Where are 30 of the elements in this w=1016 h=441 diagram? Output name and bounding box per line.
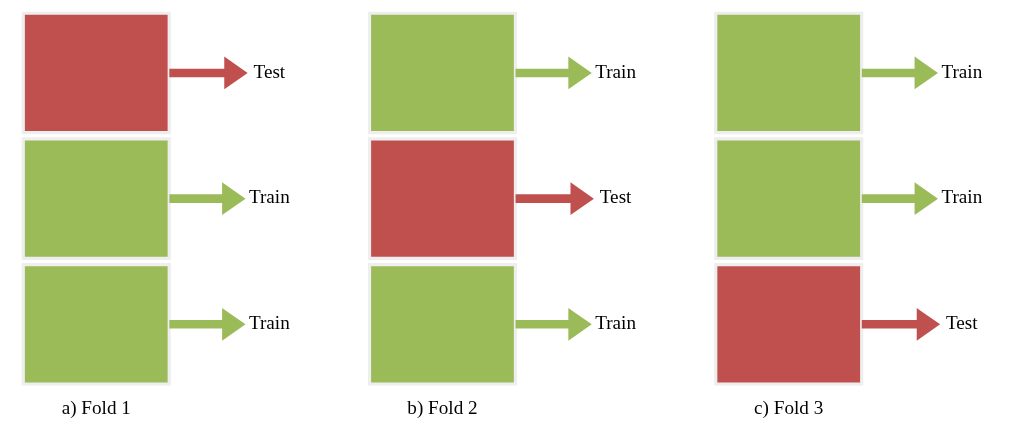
node-text: Test (253, 60, 286, 82)
label: b) Fold 2 (407, 396, 478, 418)
node-text: Train (248, 185, 290, 207)
arrow (515, 181, 594, 215)
arrow (861, 56, 938, 89)
node-box (367, 136, 518, 260)
node-box (21, 262, 171, 386)
arrow (169, 181, 246, 215)
node-text: Train (248, 311, 290, 333)
node-text: Train (595, 60, 636, 82)
node-box (367, 262, 518, 386)
node-text: Test (599, 185, 632, 207)
arrow (861, 181, 938, 215)
node-text: Train (941, 60, 983, 82)
label: c) Fold 3 (754, 396, 824, 418)
node-box (714, 136, 864, 260)
arrow (169, 56, 248, 89)
node-text: Train (595, 311, 636, 333)
arrow (169, 307, 246, 341)
label: a) Fold 1 (61, 396, 131, 418)
node-box (21, 136, 171, 260)
node-box (714, 11, 864, 134)
node-box (367, 11, 518, 134)
node-text: Train (941, 185, 983, 207)
arrow (861, 307, 941, 341)
arrow (515, 307, 592, 341)
arrow (515, 56, 592, 89)
node-text: Test (946, 311, 978, 333)
node-box (714, 262, 864, 386)
node-box (21, 11, 171, 134)
